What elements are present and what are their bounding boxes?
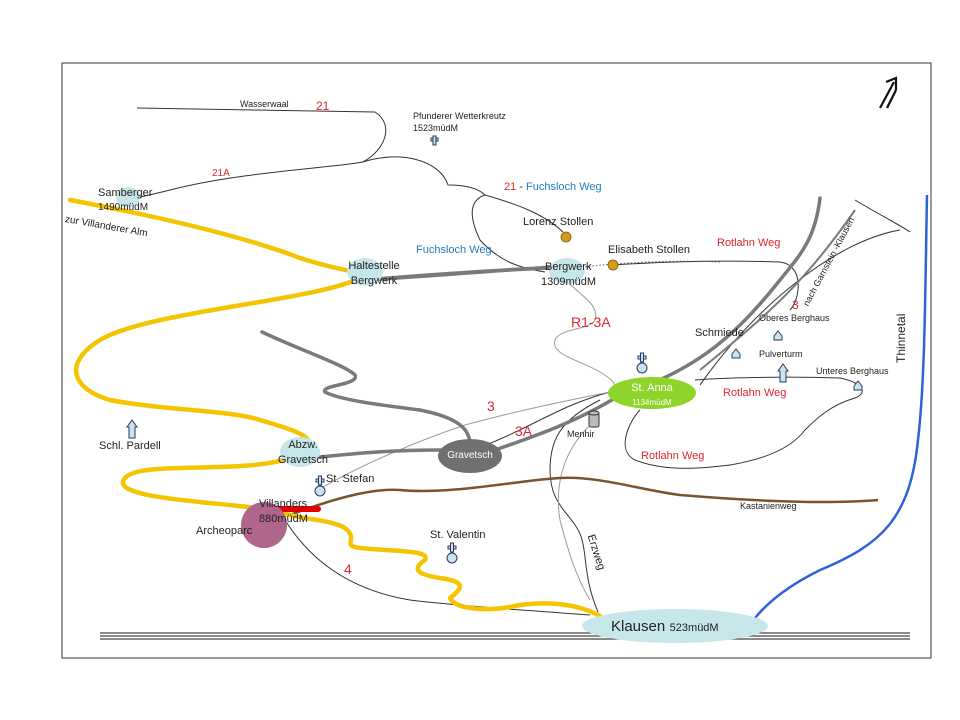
label-st-anna-alt: 1134müdM (632, 398, 672, 407)
label-haltestelle: Haltestelle Bergwerk (348, 260, 400, 287)
route-rotlahn-weg-2: Rotlahn Weg (723, 387, 787, 399)
route-4: 4 (344, 561, 352, 577)
menhir-icon (588, 410, 600, 428)
label-lorenz-stollen: Lorenz Stollen (523, 216, 594, 228)
label-samberger-alt: 1490müdM (98, 202, 149, 213)
label-gravetsch: Gravetsch (447, 450, 493, 461)
label-unteres-berghaus: Unteres Berghaus (816, 366, 889, 376)
label-villanders: Villanders (259, 498, 308, 510)
house-icon (773, 330, 783, 341)
haltestelle-node (347, 258, 383, 286)
route-3a: 3A (515, 423, 533, 439)
house-icon (853, 380, 863, 391)
route-3-mid: 3 (487, 398, 495, 414)
route-21: 21 (316, 99, 330, 113)
label-pfunderer-alt: 1523müdM (413, 123, 459, 133)
label-bergwerk: Bergwerk (545, 261, 592, 273)
label-pfunderer-name: Pfunderer Wetterkreutz (413, 111, 506, 121)
label-abzw-gravetsch: Abzw. Gravetsch (277, 439, 329, 466)
dotted-trail (574, 260, 721, 269)
archeoparc-node[interactable] (241, 502, 287, 548)
label-st-valentin: St. Valentin (430, 529, 486, 541)
thinnetal-river (754, 194, 929, 619)
gray-trails (317, 281, 616, 601)
railway-line (100, 632, 910, 640)
church-icon (314, 475, 326, 497)
route-fuchsloch-weg: Fuchsloch Weg (416, 244, 492, 256)
thin-trails (129, 107, 911, 616)
schl-pardell-icon (126, 419, 138, 439)
label-schmiede: Schmiede (695, 327, 744, 339)
bergwerk-node (549, 258, 585, 284)
label-oberes-berghaus: Oberes Berghaus (759, 313, 830, 323)
st-anna-node[interactable] (608, 377, 696, 409)
kastanienweg-path (289, 476, 879, 517)
label-bergwerk-alt: 1309müdM (541, 276, 597, 288)
label-elisabeth-stollen: Elisabeth Stollen (608, 244, 690, 256)
church-icon (636, 352, 648, 374)
map-frame (61, 62, 932, 659)
label-st-stefan: St. Stefan (326, 473, 375, 485)
north-arrow-icon (879, 76, 898, 109)
label-klausen: Klausen 523müdM (611, 618, 719, 635)
route-r1-3a: R1-3A (571, 314, 611, 330)
label-menhir: Menhir (567, 429, 595, 439)
label-samberger: Samberger (98, 187, 153, 199)
house-icon (731, 348, 741, 359)
label-thinnetal: Thinnetal (894, 313, 908, 363)
mine-marker-icon (607, 259, 619, 271)
label-kastanienweg: Kastanienweg (740, 501, 797, 511)
mine-marker-icon (560, 231, 572, 243)
label-wasserwaal: Wasserwaal (240, 99, 289, 109)
gravetsch-node[interactable] (438, 439, 502, 473)
gray-road-upper (364, 264, 576, 282)
route-rotlahn-weg-3: Rotlahn Weg (641, 450, 705, 462)
label-st-anna: St. Anna (631, 382, 673, 394)
route-rotlahn-weg-1: Rotlahn Weg (717, 237, 781, 249)
label-villanders-alt: 880müdM (259, 513, 308, 525)
klausen-node[interactable] (582, 609, 768, 643)
samberger-node (116, 187, 140, 207)
label-schl-pardell: Schl. Pardell (99, 440, 161, 452)
label-archeoparc: Archeoparc (196, 525, 253, 537)
church-icon (446, 542, 458, 564)
summit-cross-icon (430, 135, 439, 146)
route-21-fuchsloch: 21 - Fuchsloch Weg (504, 181, 602, 193)
yellow-main-path (67, 197, 603, 619)
route-21a: 21A (212, 168, 230, 179)
gray-road-east (699, 209, 856, 371)
label-pulverturm: Pulverturm (759, 349, 803, 359)
route-3-east: 3 (792, 298, 799, 312)
tower-icon (777, 363, 789, 383)
abzw-gravetsch-node (280, 437, 320, 467)
